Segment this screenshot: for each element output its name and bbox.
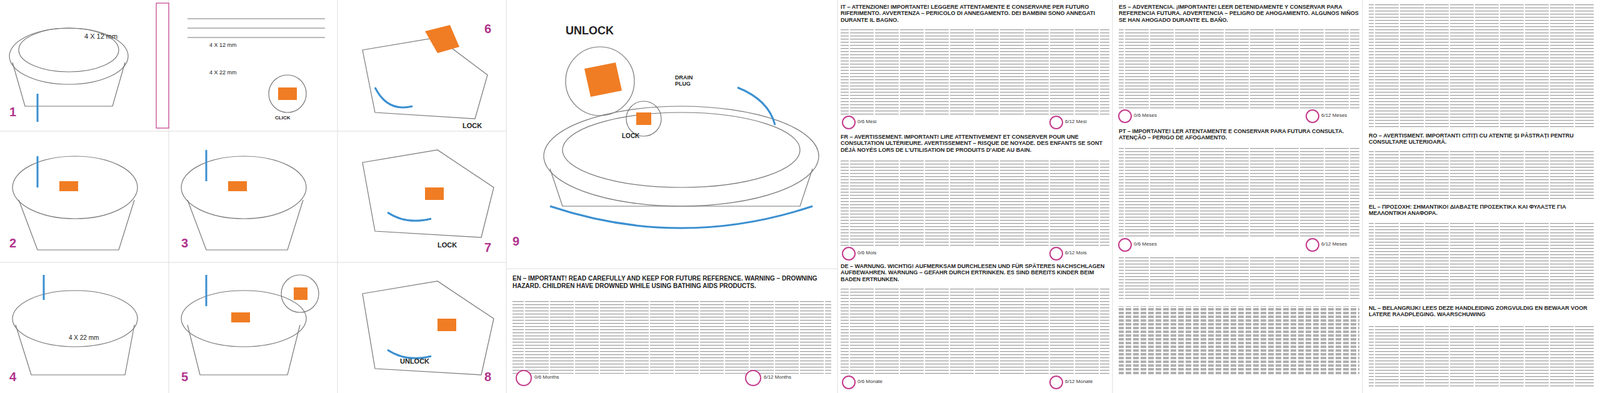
dimension: 4 X 22 mm (68, 334, 99, 342)
warning-heading: FR – AVERTISSEMENT. IMPORTANT! LIRE ATTE… (840, 133, 1110, 155)
step-number: 4 (9, 370, 17, 384)
dimension: 4 X 22 mm (209, 70, 237, 77)
step-number: 8 (484, 370, 492, 384)
age-label: 0/6 Meses (1133, 113, 1157, 119)
age-label: 6/12 Meses (1321, 113, 1347, 119)
age-label: 6/12 Meses (1321, 241, 1347, 248)
age-label: 6/12 Monate (1065, 379, 1093, 385)
step-number: 3 (181, 236, 189, 250)
callout-text: LOCK (437, 241, 457, 249)
callout-text: CLICK (275, 115, 290, 122)
callout-text: DRAIN PLUG (675, 75, 700, 88)
step-number: 1 (9, 105, 17, 119)
warning-heading: RO – AVERTISMENT. IMPORTANT! CITIȚI CU A… (1368, 132, 1594, 147)
step-number: 2 (9, 236, 17, 250)
warning-heading: EL – ΠΡΟΣΟΧΗ: ΣΗΜΑΝΤΙΚΟ! ΔΙΑΒΑΣΤΕ ΠΡΟΣΕΚ… (1368, 203, 1594, 219)
dimension: 4 X 12 mm (209, 42, 237, 49)
dimension: 4 X 12 mm (84, 32, 118, 40)
age-label: 0/6 Mesi (857, 119, 877, 125)
warning-heading: DE – WARNUNG. WICHTIG! AUFMERKSAM DURCHL… (840, 263, 1110, 284)
age-label: 0/6 Meses (1133, 241, 1157, 248)
age-label: 0/6 Mois (857, 250, 877, 257)
age-label: 6/12 Mesi (1065, 119, 1087, 125)
warning-heading: IT – ATTENZIONE! IMPORTANTE! LEGGERE ATT… (840, 3, 1110, 25)
step-number: 7 (484, 240, 492, 255)
warning-heading: ES – ADVERTENCIA. ¡IMPORTANTE! LEER DETE… (1118, 3, 1360, 25)
age-label: 6/12 Months (763, 375, 792, 381)
age-label: 6/12 Mois (1065, 250, 1087, 257)
step-number: 9 (512, 234, 520, 249)
callout-text: LOCK (621, 132, 640, 140)
step-number: 6 (484, 21, 492, 36)
step-number: 5 (181, 370, 189, 384)
warning-heading: NL – BELANGRIJK! LEES DEZE HANDLEIDING Z… (1368, 305, 1594, 320)
age-label: 0/6 Months (534, 375, 560, 381)
callout-text: LOCK (462, 121, 482, 130)
age-label: 0/6 Monate (857, 379, 883, 385)
callout-text: UNLOCK (565, 25, 614, 38)
callout-text: UNLOCK (400, 357, 430, 365)
warning-heading: EN – IMPORTANT! READ CAREFULLY AND KEEP … (512, 275, 832, 291)
warning-heading: PT – IMPORTANTE! LER ATENTAMENTE E CONSE… (1118, 128, 1360, 143)
